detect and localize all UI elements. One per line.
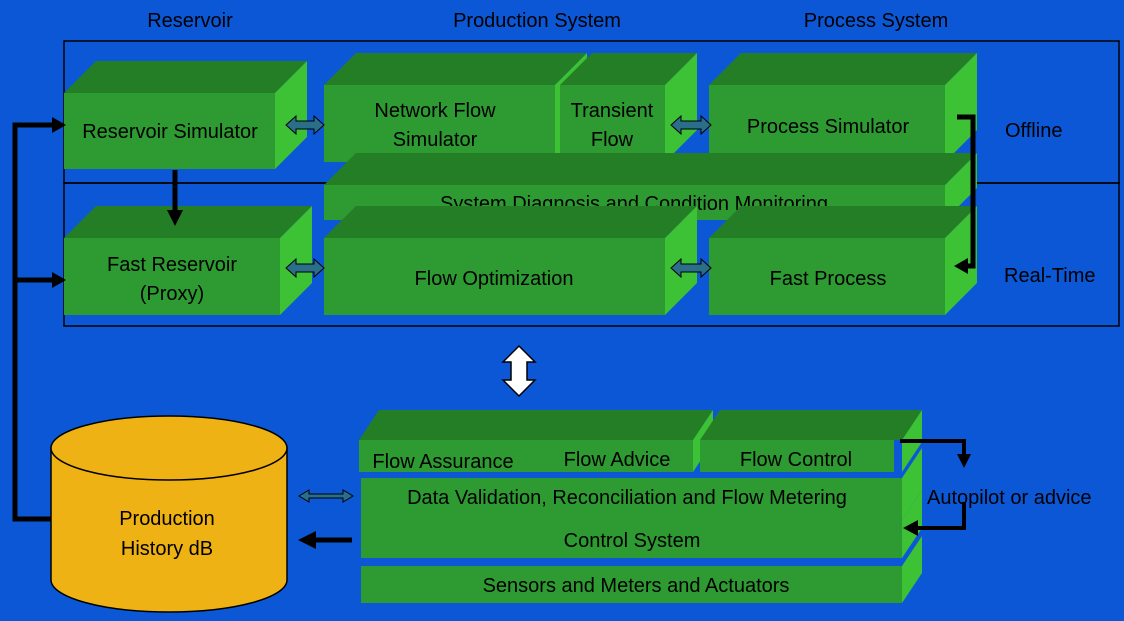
database-validation-exchange-arrow [298, 489, 354, 503]
header-process-system: Process System [804, 10, 948, 32]
flow-assurance-label: Flow Assurance [372, 451, 513, 473]
box-network-flow-simulator: Network Flow Simulator [324, 53, 587, 162]
box-flow-advice: Flow Advice [541, 410, 713, 472]
sensors-label: Sensors and Meters and Actuators [483, 575, 790, 597]
transient-flow-label-line2: Flow [591, 129, 634, 151]
arrow-to-reservoir-simulator [52, 117, 66, 133]
autopilot-in-arrowhead [903, 520, 918, 536]
database-label-line1: Production [119, 508, 215, 530]
box-reservoir-simulator: Reservoir Simulator [64, 61, 307, 169]
realtime-field-exchange-arrow [501, 344, 537, 398]
box-transient-flow: Transient Flow [560, 53, 697, 162]
control-to-database-arrowhead [298, 531, 316, 549]
fast-process-label: Fast Process [770, 268, 887, 290]
process-to-fast-process-arrowhead [954, 258, 968, 274]
box-flow-assurance: Flow Assurance [359, 410, 563, 473]
box-flow-optimization: Flow Optimization [324, 206, 697, 315]
flow-advice-label: Flow Advice [564, 449, 671, 471]
network-flow-label-line2: Simulator [393, 129, 478, 151]
box-flow-control: Flow Control [700, 410, 922, 472]
transient-process-exchange-arrow [670, 114, 712, 136]
autopilot-in-line [918, 502, 966, 530]
flow-optimization-label: Flow Optimization [415, 268, 574, 290]
arrow-to-fast-reservoir [52, 272, 66, 288]
flow-control-out-line [900, 439, 966, 458]
box-fast-process: Fast Process [709, 206, 977, 315]
reservoir-simulator-label: Reservoir Simulator [82, 121, 258, 143]
box-fast-reservoir: Fast Reservoir (Proxy) [64, 206, 312, 315]
box-process-simulator: Process Simulator [709, 53, 977, 162]
fast-reservoir-label-line2: (Proxy) [140, 283, 204, 305]
process-simulator-label: Process Simulator [747, 116, 910, 138]
box-sensors: Sensors and Meters and Actuators [361, 536, 922, 603]
reservoir-network-exchange-arrow [285, 114, 325, 136]
autopilot-label: Autopilot or advice [927, 487, 1092, 509]
box-data-validation: Data Validation, Reconciliation and Flow… [361, 448, 922, 520]
feedback-loop-line [12, 122, 54, 522]
process-to-fast-process-line [957, 114, 976, 269]
offline-label: Offline [1005, 120, 1062, 142]
control-system-label: Control System [564, 530, 701, 552]
realtime-label: Real-Time [1004, 265, 1096, 287]
production-history-database: Production History dB [50, 415, 288, 613]
box-control-system: Control System [361, 490, 922, 558]
optimization-process-exchange-arrow [670, 257, 712, 279]
header-production-system: Production System [453, 10, 621, 32]
header-reservoir: Reservoir [147, 10, 233, 32]
fast-reservoir-label-line1: Fast Reservoir [107, 254, 237, 276]
data-validation-label: Data Validation, Reconciliation and Flow… [407, 487, 847, 509]
network-flow-label-line1: Network Flow [374, 100, 496, 122]
reservoir-to-proxy-arrowhead [167, 210, 183, 226]
proxy-optimization-exchange-arrow [285, 257, 325, 279]
flow-control-out-arrowhead [957, 454, 971, 468]
database-label-line2: History dB [121, 538, 213, 560]
flow-control-label: Flow Control [740, 449, 852, 471]
transient-flow-label-line1: Transient [571, 100, 654, 122]
